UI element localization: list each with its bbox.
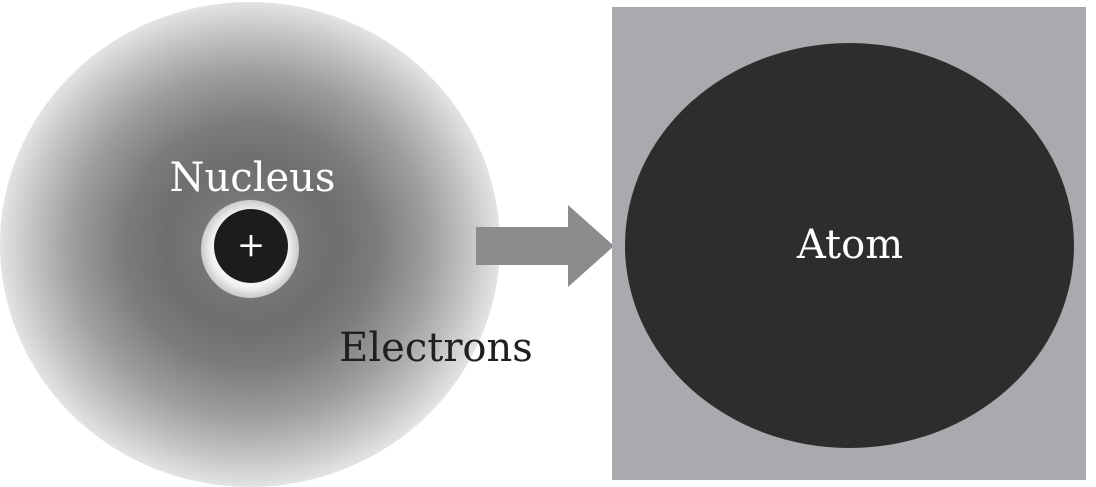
electrons-label: Electrons	[339, 325, 533, 371]
nucleus	[214, 209, 288, 283]
atom-label: Atom	[796, 222, 904, 268]
atom-disc	[625, 43, 1074, 448]
right-arrow-icon	[476, 205, 614, 287]
nucleus-label: Nucleus	[169, 155, 336, 201]
positive-charge-icon: +	[236, 225, 266, 265]
